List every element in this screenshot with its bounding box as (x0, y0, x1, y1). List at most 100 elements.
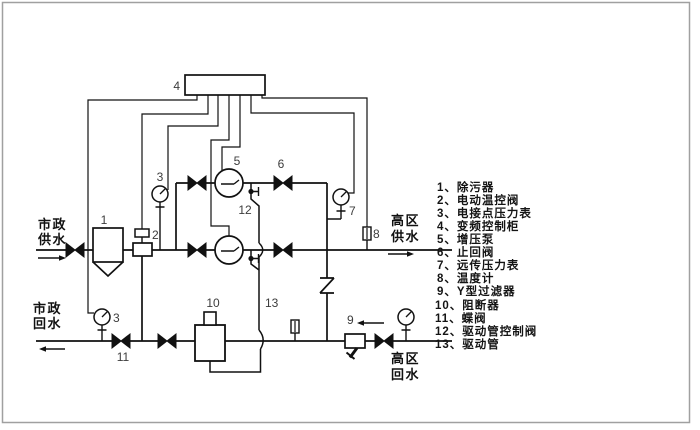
legend-item: 5、增压泵 (437, 232, 494, 246)
legend-item: 9、Y型过滤器 (437, 284, 516, 298)
y-strainer-body (344, 333, 366, 349)
gauge-stem (327, 205, 346, 220)
dirt-separator-body (92, 227, 124, 263)
return-outlet-gauge (397, 308, 415, 341)
gauge-stem (401, 325, 411, 341)
legend-item: 11、蝶阀 (435, 311, 487, 325)
return-out-arrowhead (39, 346, 46, 352)
legend-item: 7、远传压力表 (437, 258, 519, 272)
flow-arrows (38, 251, 414, 352)
wire-to-suction-gauge (167, 95, 219, 190)
upper-pump-suction-valve (187, 174, 207, 192)
callout-6: 6 (278, 157, 285, 171)
legend-item: 13、驱动管 (435, 337, 500, 351)
highzone-supply-label-line1: 高区 (391, 213, 420, 228)
wire-to-lower-pump (210, 95, 230, 236)
return-in-arrowhead (357, 320, 364, 326)
lower-pump-suction-valve (187, 241, 207, 259)
callout-9: 9 (347, 313, 354, 327)
municipal-supply-label-line1: 市政 (38, 217, 67, 232)
blocker-device (194, 311, 226, 362)
legend-item: 12、驱动管控制阀 (435, 324, 537, 338)
highzone-return-label-line2: 回水 (391, 367, 420, 382)
drive-control-valve-lower (248, 255, 254, 262)
municipal-supply-label-line2: 供水 (37, 232, 67, 247)
y-strainer (344, 333, 366, 360)
supply-in-arrowhead (59, 255, 66, 261)
y-strainer-cap (345, 351, 356, 360)
highzone-return-label-line1: 高区 (391, 351, 420, 366)
callout-3-top: 3 (157, 170, 164, 184)
callout-7: 7 (349, 204, 356, 218)
vfd-control-cabinet (184, 74, 266, 96)
pump-lower (214, 235, 244, 265)
valves (65, 174, 394, 350)
highzone-supply-label-line2: 供水 (390, 229, 420, 244)
callout-1: 1 (101, 213, 108, 227)
lower-check-valve (273, 241, 293, 259)
port-labels: 市政 供水 市政 回水 高区 供水 高区 回水 (33, 213, 420, 382)
booster-pumps (214, 168, 244, 265)
pipe-break-symbol (319, 277, 335, 294)
gauge-needle (340, 191, 347, 198)
image-border (1, 1, 691, 424)
upper-check-valve (273, 174, 293, 192)
legend-item: 4、变频控制柜 (437, 219, 519, 233)
motor-valve-body (132, 242, 153, 257)
gauge-needle (101, 311, 108, 318)
callout-11: 11 (117, 350, 130, 364)
highzone-return-valve (374, 332, 394, 350)
wire-to-remote-gauge (250, 95, 355, 194)
pump-upper (214, 168, 244, 198)
return-isolation-valve (157, 332, 177, 350)
drive-pipe (209, 183, 264, 373)
callout-2: 2 (152, 228, 159, 242)
callout-numbers: 1 2 3 3 4 5 6 7 8 9 10 11 12 13 (101, 79, 380, 364)
thermometers (290, 226, 372, 341)
callout-4: 4 (173, 79, 180, 93)
municipal-return-label-line1: 市政 (33, 301, 62, 316)
pump-upper-impeller-mark (221, 179, 240, 185)
pump-lower-impeller-mark (221, 246, 240, 252)
legend-item: 8、温度计 (437, 271, 494, 285)
callout-10: 10 (206, 296, 220, 310)
motor-valve-actuator (134, 228, 150, 238)
gauge-needle (405, 311, 412, 318)
callout-8: 8 (373, 227, 380, 241)
gauge-stem (155, 202, 165, 250)
wire-to-thermometer (261, 95, 368, 227)
municipal-return-label-line2: 回水 (33, 316, 62, 331)
legend-item: 3、电接点压力表 (437, 206, 532, 220)
gauge-stem (97, 325, 107, 341)
supply-inlet-valve (65, 241, 85, 259)
supply-out-arrowhead (407, 251, 414, 257)
callout-13: 13 (265, 296, 279, 310)
callout-12: 12 (238, 203, 252, 217)
motorized-temp-control-valve (132, 228, 153, 257)
legend-item: 10、阻断器 (435, 298, 500, 312)
thermometer-supply (362, 226, 372, 250)
legend-item: 6、止回阀 (437, 245, 494, 259)
wire-to-upper-pump (221, 95, 241, 171)
drive-control-valve-upper-handle (253, 187, 260, 196)
dirt-separator-funnel (92, 261, 124, 278)
legend-item: 1、除污器 (437, 180, 494, 194)
blocker-top-port (203, 311, 217, 326)
control-wires (87, 95, 368, 314)
dirt-separator (92, 227, 124, 278)
legend: 1、除污器 2、电动温控阀 3、电接点压力表 4、变频控制柜 5、增压泵 6、止… (435, 180, 537, 351)
callout-3-bottom: 3 (113, 311, 120, 325)
drive-control-valve-lower-handle (253, 254, 260, 263)
legend-item: 2、电动温控阀 (437, 193, 519, 207)
wire-to-return-gauge (87, 95, 198, 314)
drive-pipe-assembly (209, 183, 264, 373)
drive-control-valve-upper (248, 188, 254, 195)
contact-gauge-suction (151, 185, 169, 250)
wire-to-motor-valve (141, 95, 209, 229)
remote-gauge (327, 188, 350, 220)
blocker-body (194, 324, 226, 362)
thermometer-return (290, 319, 300, 341)
